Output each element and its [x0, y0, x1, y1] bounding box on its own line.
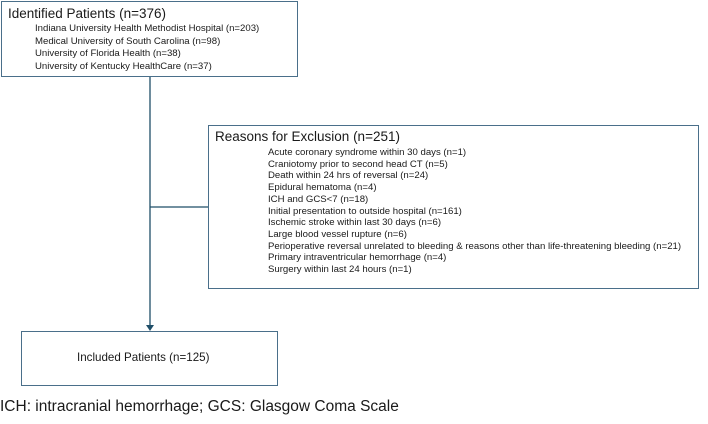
reason-item: Perioperative reversal unrelated to blee…: [268, 240, 682, 252]
reason-item: Craniotomy prior to second head CT (n=5): [268, 158, 448, 170]
included-patients-title: Included Patients (n=125): [77, 351, 210, 364]
identified-patients-box: Identified Patients (n=376) Indiana Univ…: [1, 1, 298, 77]
reason-list: Acute coronary syndrome within 30 days (…: [268, 147, 698, 276]
reason-item: Large blood vessel rupture (n=6): [268, 228, 407, 240]
abbreviation-footnote: ICH: intracranial hemorrhage; GCS: Glasg…: [0, 398, 399, 415]
reason-item: Primary intraventricular hemorrhage (n=4…: [268, 252, 447, 264]
site-list: Indiana University Health Methodist Hosp…: [35, 23, 297, 73]
exclusion-reasons-title: Reasons for Exclusion (n=251): [215, 129, 400, 144]
site-item: Indiana University Health Methodist Hosp…: [35, 23, 260, 34]
site-item: Medical University of South Carolina (n=…: [35, 35, 221, 47]
reason-item: Death within 24 hrs of reversal (n=24): [268, 170, 429, 182]
reason-item: Acute coronary syndrome within 30 days (…: [268, 147, 467, 158]
identified-patients-title: Identified Patients (n=376): [8, 6, 166, 21]
reason-item: Initial presentation to outside hospital…: [268, 205, 462, 217]
reason-item: Ischemic stroke within last 30 days (n=6…: [268, 217, 442, 229]
arrow-head-icon: [146, 325, 154, 331]
exclusion-reasons-box: Reasons for Exclusion (n=251) Acute coro…: [208, 125, 699, 289]
included-patients-box: Included Patients (n=125): [21, 331, 278, 386]
reason-item: ICH and GCS<7 (n=18): [268, 193, 369, 205]
reason-item: Epidural hematoma (n=4): [268, 182, 377, 194]
site-item: University of Kentucky HealthCare (n=37): [35, 60, 212, 72]
site-item: University of Florida Health (n=38): [35, 48, 181, 60]
reason-item: Surgery within last 24 hours (n=1): [268, 264, 412, 276]
